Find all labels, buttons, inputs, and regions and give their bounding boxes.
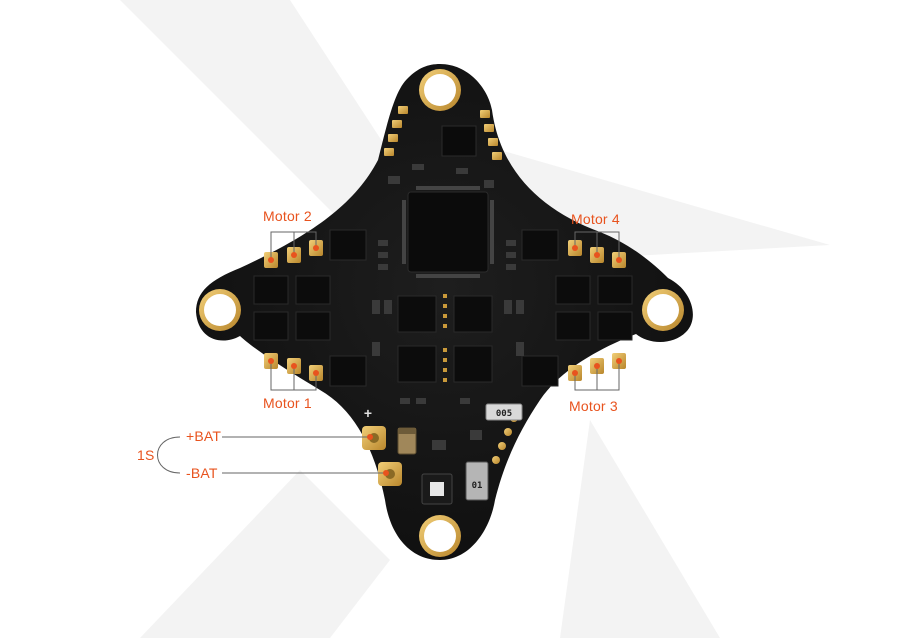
mounting-hole-bottom xyxy=(419,515,461,557)
battery-negative-dot xyxy=(383,470,389,476)
resistor-005 xyxy=(485,403,523,421)
motor4-callout: Motor 4 xyxy=(571,211,622,263)
cell-count-label: 1S xyxy=(137,447,155,463)
battery-positive-dot xyxy=(367,434,373,440)
status-led xyxy=(421,473,453,505)
gyro-chip xyxy=(441,125,477,157)
motor1-label: Motor 1 xyxy=(263,395,312,411)
bat-positive-label: +BAT xyxy=(186,428,221,444)
motor3-label: Motor 3 xyxy=(569,398,618,414)
battery-negative-pad xyxy=(378,462,402,486)
center-vias xyxy=(443,294,447,382)
silkscreen-005: 005 xyxy=(496,409,512,419)
motor3-wire-dot xyxy=(594,363,600,369)
silkscreen-plus: + xyxy=(364,405,372,421)
esc-mosfets-left xyxy=(253,229,367,387)
mounting-hole-right xyxy=(642,289,684,331)
battery-positive-pad xyxy=(362,426,386,450)
mounting-hole-left xyxy=(199,289,241,331)
motor4-wire-dot xyxy=(572,245,578,251)
motor2-wire-dot xyxy=(268,257,274,263)
motor3-callout: Motor 3 xyxy=(569,358,622,414)
motor2-wire-dot xyxy=(291,252,297,258)
motor4-label: Motor 4 xyxy=(571,211,620,227)
motor1-callout: Motor 1 xyxy=(263,358,319,411)
silkscreen-01: 01 xyxy=(472,481,483,491)
board-outline xyxy=(196,64,693,560)
motor3-wire-dot xyxy=(616,358,622,364)
mounting-hole-top xyxy=(419,69,461,111)
mcu-chip xyxy=(407,191,489,273)
esc-mosfets-right xyxy=(521,229,633,387)
motor2-wire-dot xyxy=(313,245,319,251)
motor4-wire-dot xyxy=(616,257,622,263)
motor2-callout: Motor 2 xyxy=(263,208,319,263)
motor1-pads xyxy=(264,353,323,381)
motor1-wire-dot xyxy=(268,358,274,364)
passive-components xyxy=(372,164,524,450)
pcb-board: + 005 01 xyxy=(196,64,693,560)
motor1-wire-dot xyxy=(291,363,297,369)
top-pads-left xyxy=(384,106,408,156)
motor2-label: Motor 2 xyxy=(263,208,312,224)
top-pads-right xyxy=(480,110,502,160)
motor4-wire-dot xyxy=(594,252,600,258)
motor1-wire-dot xyxy=(313,370,319,376)
fuse-component xyxy=(465,461,489,501)
mcu-pins xyxy=(402,186,494,278)
center-chips xyxy=(397,295,493,383)
battery-callout: +BAT -BAT 1S xyxy=(137,428,389,481)
bat-negative-label: -BAT xyxy=(186,465,218,481)
motor3-wire-dot xyxy=(572,370,578,376)
